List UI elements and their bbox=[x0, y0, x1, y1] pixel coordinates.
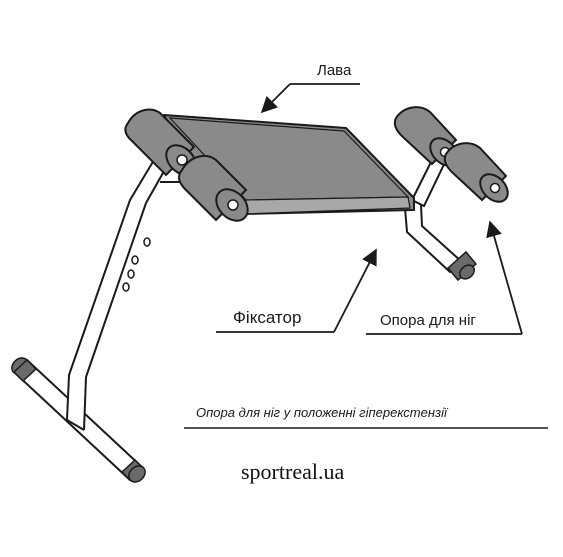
rear-support-tube bbox=[404, 204, 478, 282]
bench-roller-lower bbox=[177, 154, 249, 222]
leg-support-callout bbox=[366, 220, 523, 335]
leg-roller-lower bbox=[443, 142, 509, 203]
hyperextension-caption: Опора для ніг у положенні гіперекстензії bbox=[196, 405, 447, 420]
lock-label: Фіксатор bbox=[233, 308, 302, 327]
lock-callout bbox=[216, 248, 377, 333]
leg-support-label: Опора для ніг bbox=[380, 312, 476, 329]
website-watermark: sportreal.ua bbox=[241, 459, 345, 484]
bench-label: Лава bbox=[317, 62, 352, 79]
adjustment-holes bbox=[122, 237, 151, 292]
bench-callout bbox=[260, 83, 360, 114]
